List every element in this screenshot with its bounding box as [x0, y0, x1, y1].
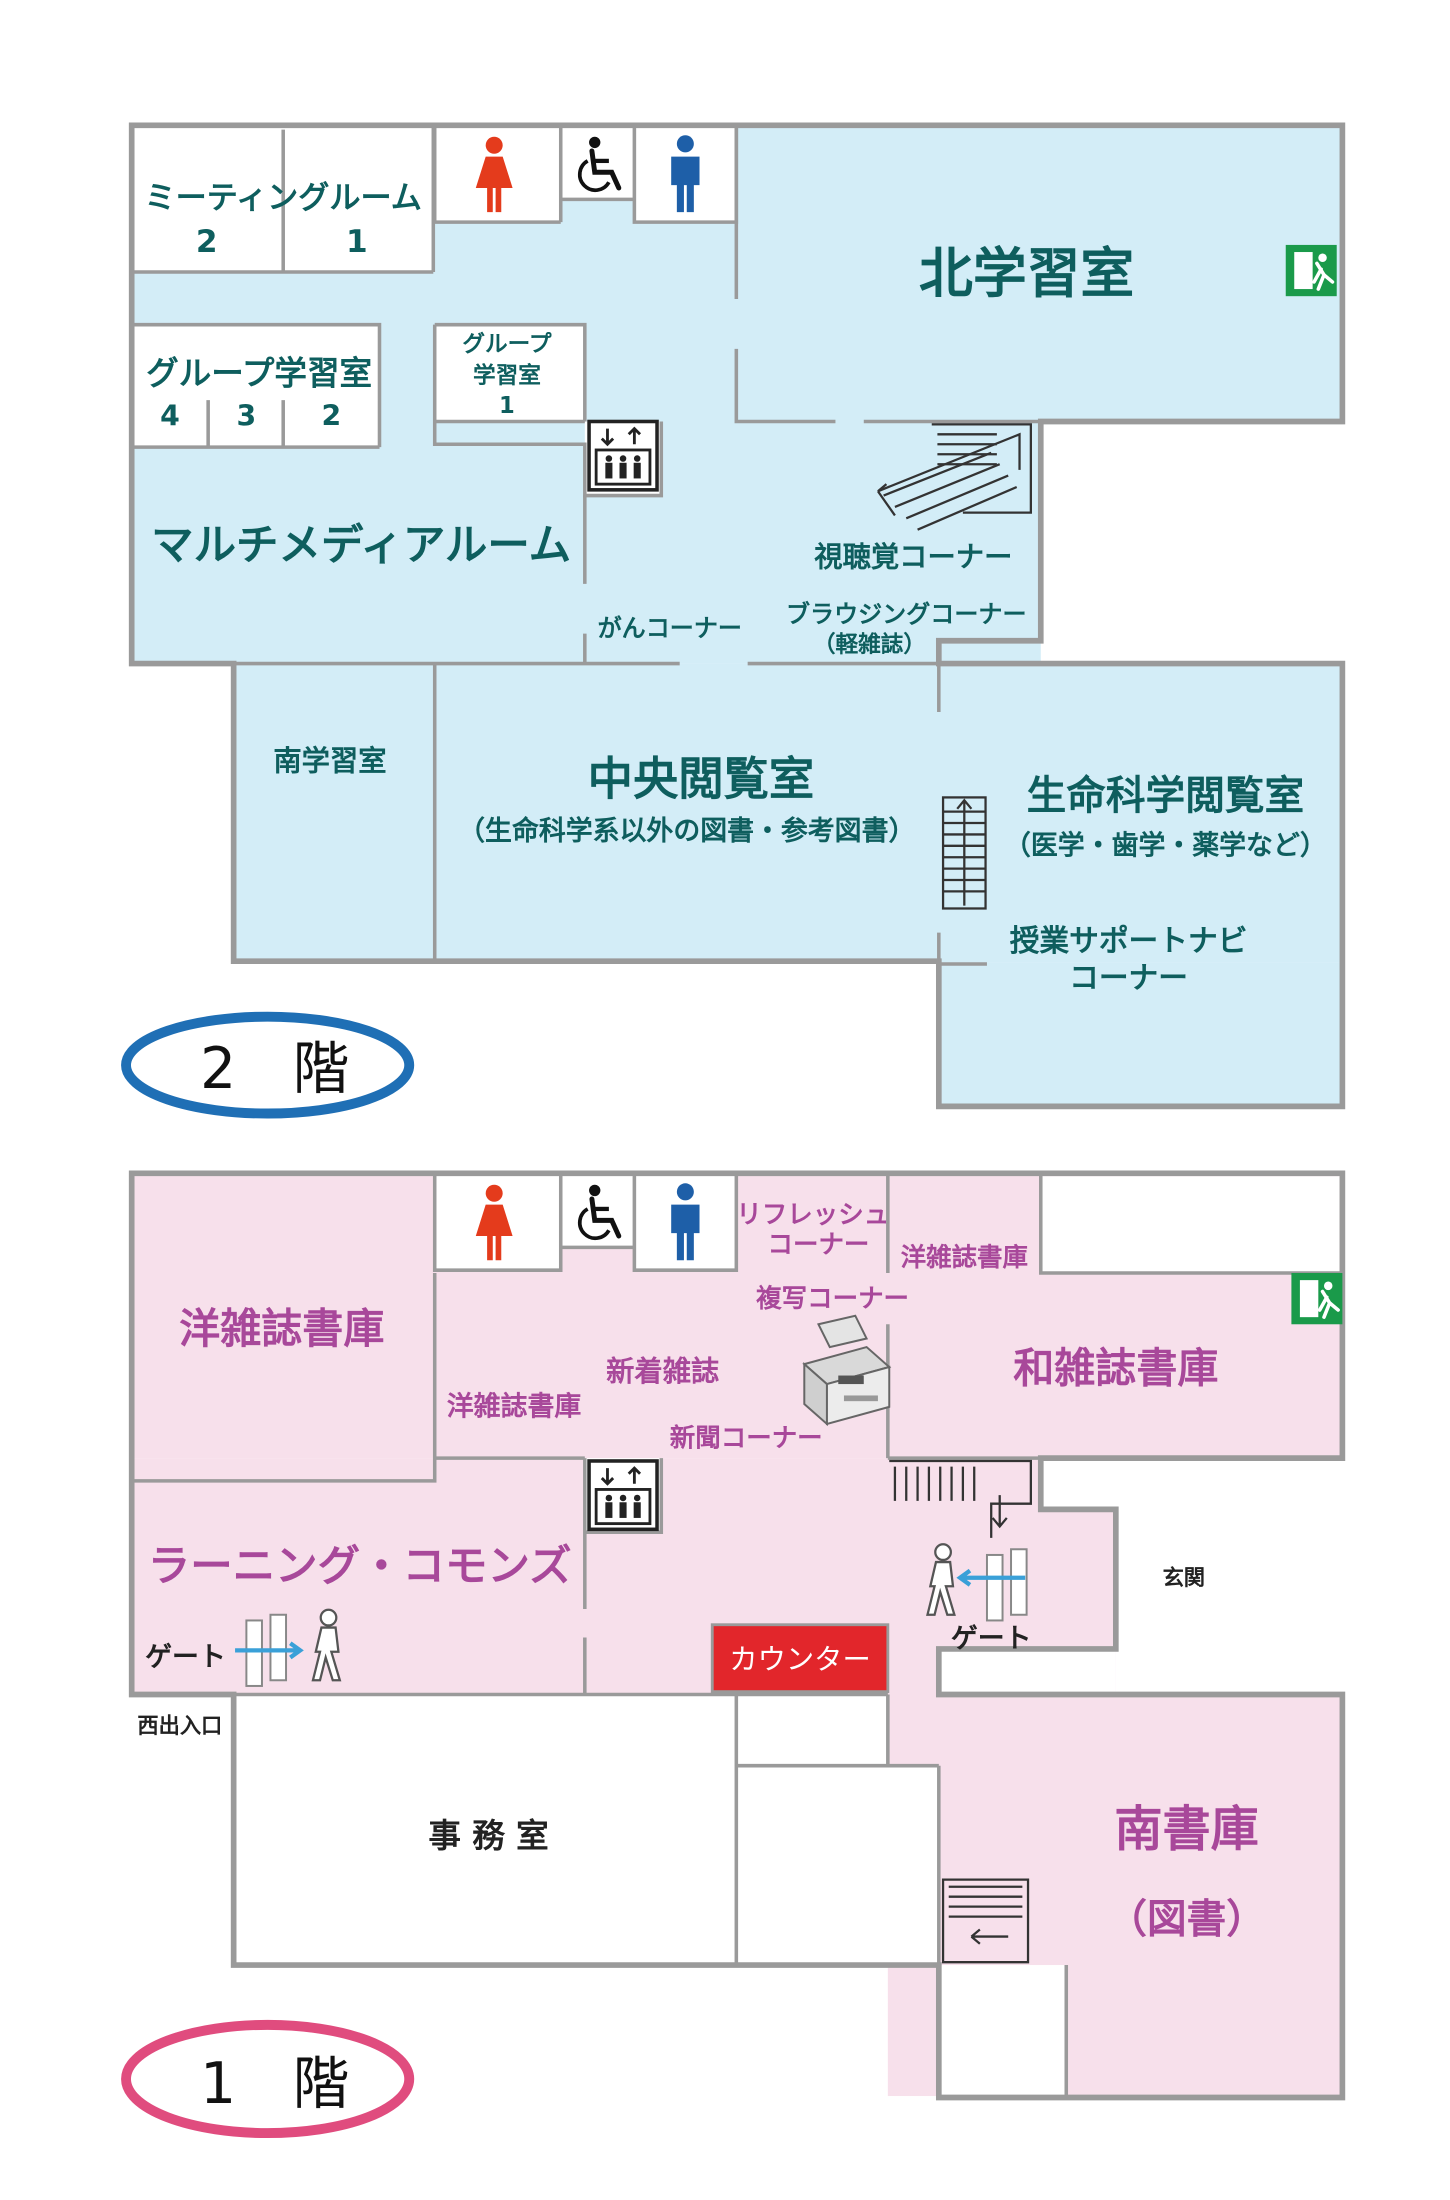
class-support-corner-label: 授業サポートナビ [1010, 924, 1248, 959]
floor-2-badge: 2 階 [121, 1011, 415, 1119]
class-support-corner-sublabel: コーナー [1069, 961, 1188, 996]
multimedia-room-label: マルチメディアルーム [151, 521, 571, 571]
emergency-exit-icon [1289, 1271, 1345, 1327]
browsing-corner-sublabel: （軽雑誌） [813, 631, 926, 658]
group-study-3-label: 3 [237, 400, 257, 433]
meeting-room-2-label: 2 [196, 224, 218, 260]
gate-direction-arrow [956, 1568, 1026, 1587]
south-stacks-label: 南書庫 [1114, 1801, 1258, 1857]
circulation-counter: カウンター [710, 1623, 890, 1694]
meeting-room-label: ミーティングルーム [145, 180, 422, 216]
emergency-exit-icon [1283, 243, 1339, 298]
group-study-1-label-line1: グループ [462, 331, 551, 358]
south-study-room-label: 南学習室 [273, 744, 386, 777]
group-study-4-label: 4 [160, 400, 180, 433]
floor-1-badge: 1 階 [121, 2019, 415, 2139]
floor-1-badge-label: 1 階 [200, 2051, 349, 2117]
west-entrance-label: 西出入口 [137, 1714, 222, 1739]
central-reading-room-label: 中央閲覧室 [588, 752, 814, 805]
cancer-corner-label: がんコーナー [598, 614, 742, 642]
elevator-icon [587, 1459, 659, 1532]
copier-icon [802, 1314, 892, 1427]
japanese-magazine-stacks-label: 和雑誌書庫 [1013, 1345, 1218, 1393]
refresh-corner-sublabel: コーナー [768, 1230, 870, 1260]
av-corner-label: 視聴覚コーナー [814, 541, 1012, 574]
meeting-room-1-label: 1 [346, 224, 368, 260]
floor-2-badge-label: 2 階 [200, 1036, 349, 1102]
new-magazines-label: 新着雑誌 [606, 1355, 719, 1388]
life-science-reading-room-label: 生命科学閲覧室 [1027, 773, 1304, 819]
foreign-magazine-stacks-right-label: 洋雑誌書庫 [901, 1243, 1028, 1273]
group-study-label: グループ学習室 [146, 354, 372, 392]
gate-direction-arrow [235, 1641, 304, 1660]
copy-corner-label: 複写コーナー [756, 1284, 909, 1314]
life-science-reading-room-sublabel: （医学・歯学・薬学など） [1004, 829, 1327, 861]
stairs-icon [889, 1459, 1032, 1964]
group-study-1-label-line3: 1 [499, 393, 515, 419]
group-study-1-label-line2: 学習室 [473, 362, 541, 389]
foreign-magazine-stacks-small-label: 洋雑誌書庫 [447, 1390, 581, 1422]
elevator-icon [587, 419, 659, 492]
main-gate-label: ゲート [951, 1623, 1032, 1654]
floor-2-plan: ミーティングルーム 2 1 グループ学習室 4 3 2 グループ 学習室 1 北… [121, 122, 1346, 1119]
group-study-2-label: 2 [322, 400, 342, 433]
floor-1-plan: カウンター 洋雑誌書庫 洋雑誌書庫 新着雑誌 リフレッシュ コーナー 洋雑誌書庫… [121, 1170, 1346, 2139]
newspaper-corner-label: 新聞コーナー [670, 1424, 823, 1454]
stairs-icon [877, 423, 1032, 910]
refresh-corner-label: リフレッシュ [736, 1200, 889, 1230]
office-label: 事 務 室 [428, 1817, 548, 1855]
foreign-magazine-stacks-label: 洋雑誌書庫 [179, 1305, 384, 1353]
main-entrance-label: 玄関 [1163, 1565, 1205, 1591]
west-gate-label: ゲート [145, 1642, 226, 1673]
central-reading-room-sublabel: （生命科学系以外の図書・参考図書） [458, 815, 915, 847]
south-stacks-sublabel: （図書） [1107, 1896, 1266, 1942]
learning-commons-label: ラーニング・コモンズ [148, 1541, 572, 1591]
north-study-room-label: 北学習室 [919, 242, 1134, 305]
counter-label: カウンター [729, 1643, 870, 1676]
browsing-corner-label: ブラウジングコーナー [786, 600, 1027, 628]
